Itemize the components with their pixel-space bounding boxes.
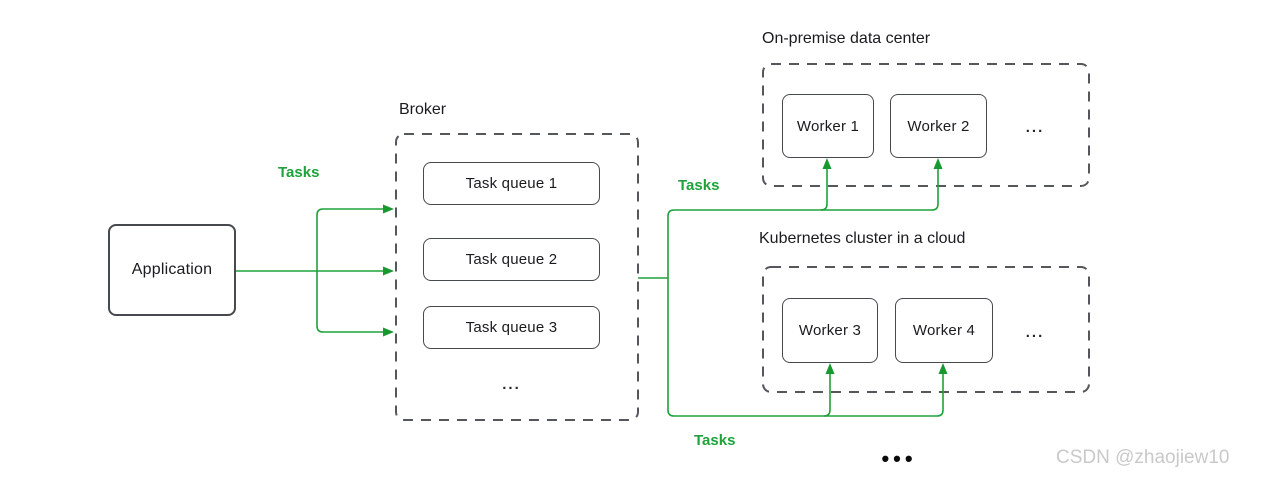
application-node: Application xyxy=(108,224,236,316)
tasks-label-app: Tasks xyxy=(278,164,320,181)
more-clusters-ellipsis: ••• xyxy=(881,446,917,471)
task-queue-3-node: Task queue 3 xyxy=(423,306,600,349)
on-premise-group-title: On-premise data center xyxy=(762,30,931,47)
broker-group-outline xyxy=(395,133,639,421)
app-to-broker-arrows xyxy=(236,204,394,337)
on-premise-group-outline xyxy=(762,63,1090,187)
broker-output-trunk xyxy=(638,209,675,417)
broker-to-on-premise-arrows xyxy=(674,158,943,211)
broker-to-kubernetes-arrows xyxy=(674,363,948,417)
kubernetes-group-title: Kubernetes cluster in a cloud xyxy=(759,230,966,247)
on-premise-ellipsis: ... xyxy=(1025,119,1045,136)
kubernetes-group-outline xyxy=(762,266,1090,393)
worker-2-node: Worker 2 xyxy=(890,94,987,158)
task-queue-1-node: Task queue 1 xyxy=(423,162,600,205)
tasks-label-kubernetes: Tasks xyxy=(694,432,736,449)
worker-1-node: Worker 1 xyxy=(782,94,874,158)
task-queue-2-node: Task queue 2 xyxy=(423,238,600,281)
watermark-text: CSDN @zhaojiew10 xyxy=(1056,447,1230,468)
broker-ellipsis: ... xyxy=(502,376,521,393)
worker-4-node: Worker 4 xyxy=(895,298,993,363)
kubernetes-ellipsis: ... xyxy=(1025,324,1045,341)
tasks-label-on-premise: Tasks xyxy=(678,177,720,194)
worker-3-node: Worker 3 xyxy=(782,298,878,363)
broker-group-title: Broker xyxy=(399,101,447,118)
